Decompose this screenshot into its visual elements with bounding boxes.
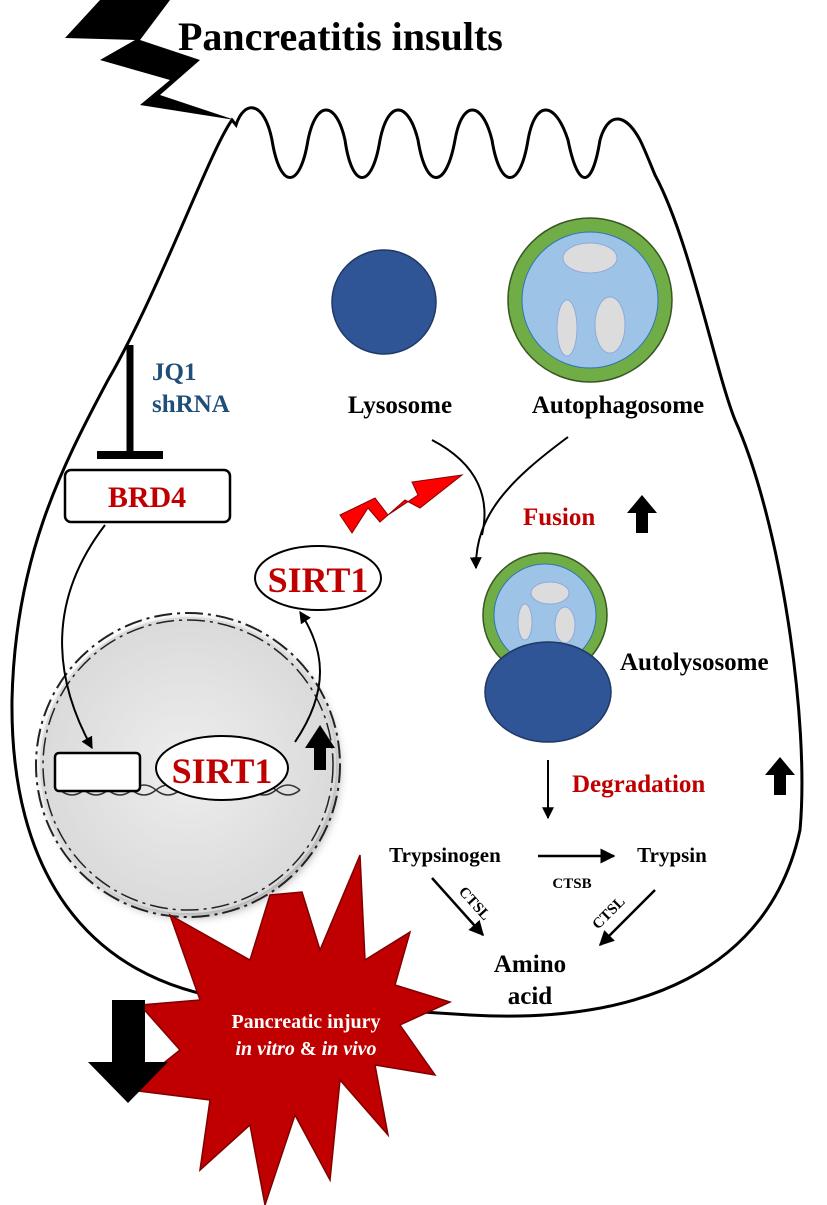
lysosome-icon <box>331 249 437 355</box>
autolysosome-label: Autolysosome <box>620 649 769 676</box>
injury-down-arrow-icon <box>88 1000 168 1103</box>
autophagosome-vesicle-1 <box>562 242 618 274</box>
lysosome-label: Lysosome <box>348 392 452 419</box>
inhibitor-shrna: shRNA <box>152 391 230 418</box>
title: Pancreatitis insults <box>178 14 503 59</box>
injury-ampersand: & <box>295 1038 322 1060</box>
arrow-ctsl-right <box>598 889 656 947</box>
trypsin-label: Trypsin <box>637 843 707 867</box>
arrow-lysosome-fusion <box>431 439 486 536</box>
brd4-box <box>63 468 232 524</box>
sirt1-up-arrow-icon <box>305 725 335 770</box>
pancreatic-injury-starburst <box>128 854 453 1205</box>
degradation-label: Degradation <box>572 771 705 798</box>
fusion-up-arrow-icon <box>627 495 657 533</box>
arrow-ctsl-left <box>431 877 485 937</box>
autolysosome-vesicle-3 <box>554 606 576 644</box>
promoter-box <box>53 751 142 793</box>
sirt1-gene-oval <box>155 735 289 801</box>
amino-acid-label-line1: Amino <box>494 951 566 978</box>
nucleus-envelope-inner <box>42 619 334 911</box>
inhibitor-jq1: JQ1 <box>152 359 196 386</box>
fusion-label: Fusion <box>523 504 595 531</box>
autophagosome-vesicle-3 <box>594 296 626 354</box>
injury-in-vivo: in vivo <box>322 1038 377 1060</box>
arrow-brd4-to-promoter <box>61 524 106 750</box>
ctsb-label: CTSB <box>552 876 591 892</box>
sirt1-gene-label: SIRT1 <box>172 751 273 791</box>
degradation-up-arrow-icon <box>765 757 795 795</box>
autolysosome-vesicle-2 <box>517 603 533 641</box>
lightning-bolt-icon <box>65 0 235 120</box>
arrow-sirt1-export <box>294 610 321 743</box>
sirt1-protein-label: SIRT1 <box>268 560 369 600</box>
injury-in-vitro: in vitro <box>235 1038 294 1060</box>
brd4-label: BRD4 <box>108 481 186 514</box>
trypsinogen-label: Trypsinogen <box>389 843 501 867</box>
autophagosome-vesicle-2 <box>556 299 578 357</box>
injury-line1: Pancreatic injury <box>231 1011 380 1033</box>
sirt1-protein-oval <box>254 545 382 611</box>
autophagosome-label: Autophagosome <box>532 392 704 419</box>
autolysosome-vesicle-1 <box>530 581 570 605</box>
nucleus-envelope-outer <box>35 612 341 918</box>
amino-acid-label-line2: acid <box>508 983 553 1010</box>
injury-line2: in vitro & in vivo <box>235 1038 376 1060</box>
red-lightning-icon <box>339 474 464 534</box>
autolysosome-lysosome <box>484 641 612 743</box>
arrow-autophagosome-fusion <box>469 436 569 570</box>
